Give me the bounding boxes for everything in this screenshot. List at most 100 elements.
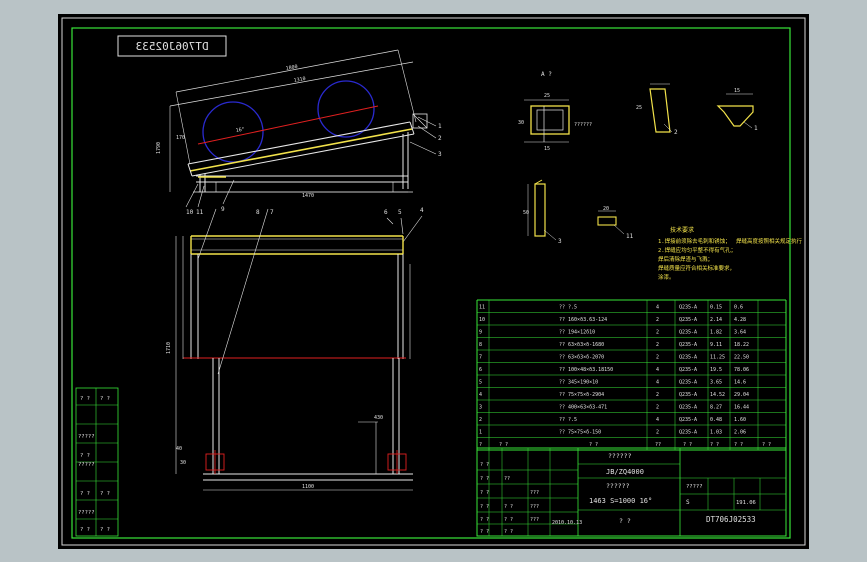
- bom-row-name: ?? 75×75×δ-2904: [559, 392, 604, 398]
- title-date: 2010.10.13: [552, 520, 582, 526]
- note-line-4: 焊缝质量应符合相关标准要求，: [658, 264, 735, 272]
- bom-row-no: 8: [479, 342, 482, 348]
- dim-1710: 1710: [166, 342, 172, 354]
- bom-header-name: ? ?: [589, 442, 598, 448]
- incline-yellow-beam: [189, 128, 413, 172]
- detail-leader-3: 3: [558, 238, 562, 245]
- stamp-5: ?????: [78, 462, 95, 468]
- detail-dim-e: 25: [636, 105, 642, 111]
- bom-row-no: 4: [479, 392, 482, 398]
- inner-frame: [71, 27, 791, 539]
- stamp-6: ? ?: [80, 491, 90, 497]
- drawing-canvas: DT706J02533 1800 1310: [61, 17, 806, 546]
- title-row2-2: ? ?: [504, 504, 513, 510]
- bom-row-name: ?? 160×δ3.63-124: [559, 317, 607, 323]
- stamp-2: ? ?: [100, 396, 110, 402]
- detail-channel: [530, 105, 570, 135]
- bom-row-weight-total: 18.22: [734, 342, 749, 348]
- title-left-3: ??: [504, 476, 510, 482]
- title-row3-2: ? ?: [504, 517, 513, 523]
- detail-views: A ? 25 15 30 ?????? 25 2 15 1 50 3 20: [518, 71, 803, 281]
- bom-row-name: ?? 63×δ3×δ-2070: [559, 355, 604, 361]
- detail-leader-2: 2: [674, 129, 678, 136]
- bom-row-name: ?? 400×63×δ3-471: [559, 405, 607, 411]
- bom-row-material: Q235-A: [679, 392, 697, 398]
- bom-row-weight-unit: 2.14: [710, 317, 722, 323]
- bom-row-name: ?? ?.5: [559, 305, 577, 311]
- title-five: ?????: [686, 484, 703, 490]
- roller-circle-right: [317, 80, 375, 138]
- bom-row-material: Q235-A: [679, 380, 697, 386]
- bom-row-material: Q235-A: [679, 330, 697, 336]
- title-left-1: ? ?: [480, 462, 489, 468]
- bom-row-material: Q235-A: [679, 417, 697, 423]
- bom-row-material: Q235-A: [679, 405, 697, 411]
- bom-row-no: 2: [479, 417, 482, 423]
- bom-row-weight-unit: 14.52: [710, 392, 725, 398]
- bom-row-no: 5: [479, 380, 482, 386]
- title-sheet: 191.06: [736, 500, 756, 506]
- dim-1100: 1100: [302, 484, 314, 490]
- bom-header-weight-total: ? ?: [734, 442, 743, 448]
- bom-row-weight-unit: 19.5: [710, 367, 722, 373]
- outer-frame: [61, 17, 806, 546]
- bom-header-material: ? ?: [683, 442, 692, 448]
- leader-6: 6: [384, 209, 388, 216]
- bom-row-name: ?? ?.5: [559, 417, 577, 423]
- dim-1310: 1310: [293, 76, 306, 84]
- notes-title: 技术要求: [670, 226, 694, 234]
- bom-row-no: 6: [479, 367, 482, 373]
- bom-header-no: ?: [479, 442, 482, 448]
- stamp-3: ?????: [78, 434, 95, 440]
- bom-row-name: ?? 63×δ3×δ-1680: [559, 342, 604, 348]
- leader-top-2: 2: [438, 135, 442, 142]
- leader-8: 8: [256, 209, 260, 216]
- bom-row-no: 7: [479, 355, 482, 361]
- note-line-3: 焊后清除焊渣与飞溅；: [658, 255, 713, 263]
- detail-dim-d: ??????: [574, 122, 592, 128]
- title-spec: 1463 S=1000 16°: [589, 497, 652, 505]
- bom-row-qty: 2: [656, 330, 659, 336]
- detail-leader-1: 1: [754, 125, 758, 132]
- bom-row-qty: 2: [656, 430, 659, 436]
- title-qq: ? ?: [619, 517, 631, 525]
- stamp-4: ? ?: [80, 453, 90, 459]
- bom-row-qty: 2: [656, 342, 659, 348]
- bom-row-qty: 4: [656, 380, 659, 386]
- note-line-1: 1.焊接前须除去毛刺和锈蚀；: [658, 237, 731, 245]
- detail-dim-g: 50: [523, 210, 529, 216]
- title-s: S: [686, 499, 690, 506]
- bom-row-name: ?? 194×12δ10: [559, 330, 595, 336]
- detail-dim-h: 20: [603, 206, 609, 212]
- bom-row-material: Q235-A: [679, 305, 697, 311]
- title-left-2: ? ?: [480, 476, 489, 482]
- bom-row-name: ?? 100×48×δ3.18150: [559, 367, 613, 373]
- dim-1790: 1790: [156, 142, 162, 154]
- roller-circle-left: [202, 101, 264, 163]
- bom-row-no: 9: [479, 330, 482, 336]
- bom-row-weight-unit: 3.65: [710, 380, 722, 386]
- note-line-2: 2.焊缝应均匀平整不得有气孔；: [658, 246, 736, 254]
- leader-11: 11: [196, 209, 204, 216]
- bom-row-material: Q235-A: [679, 430, 697, 436]
- bom-row-weight-total: 29.04: [734, 392, 749, 398]
- detail-dim-c: 30: [518, 120, 524, 126]
- side-view: 1800 1310 1470 1790 170 16°: [156, 49, 442, 199]
- detail-dim-a: 25: [544, 93, 550, 99]
- bom-row-name: ?? 75×75×δ-150: [559, 430, 601, 436]
- bom-row-qty: 4: [656, 305, 659, 311]
- bom-row-qty: 2: [656, 317, 659, 323]
- bom-row-weight-total: 4.28: [734, 317, 746, 323]
- bom-row-qty: 4: [656, 367, 659, 373]
- bom-row-weight-unit: 0.15: [710, 305, 722, 311]
- bom-row-weight-unit: 1.82: [710, 330, 722, 336]
- leader-4: 4: [420, 207, 424, 214]
- bom-row-no: 1: [479, 430, 482, 436]
- leader-top-3: 3: [438, 151, 442, 158]
- title-left-4: ? ?: [480, 490, 489, 496]
- title-left-5: ???: [530, 490, 539, 496]
- title-standard: JB/ZQ4000: [606, 468, 644, 476]
- detail-wedge: [649, 88, 671, 133]
- bom-row-weight-unit: 1.03: [710, 430, 722, 436]
